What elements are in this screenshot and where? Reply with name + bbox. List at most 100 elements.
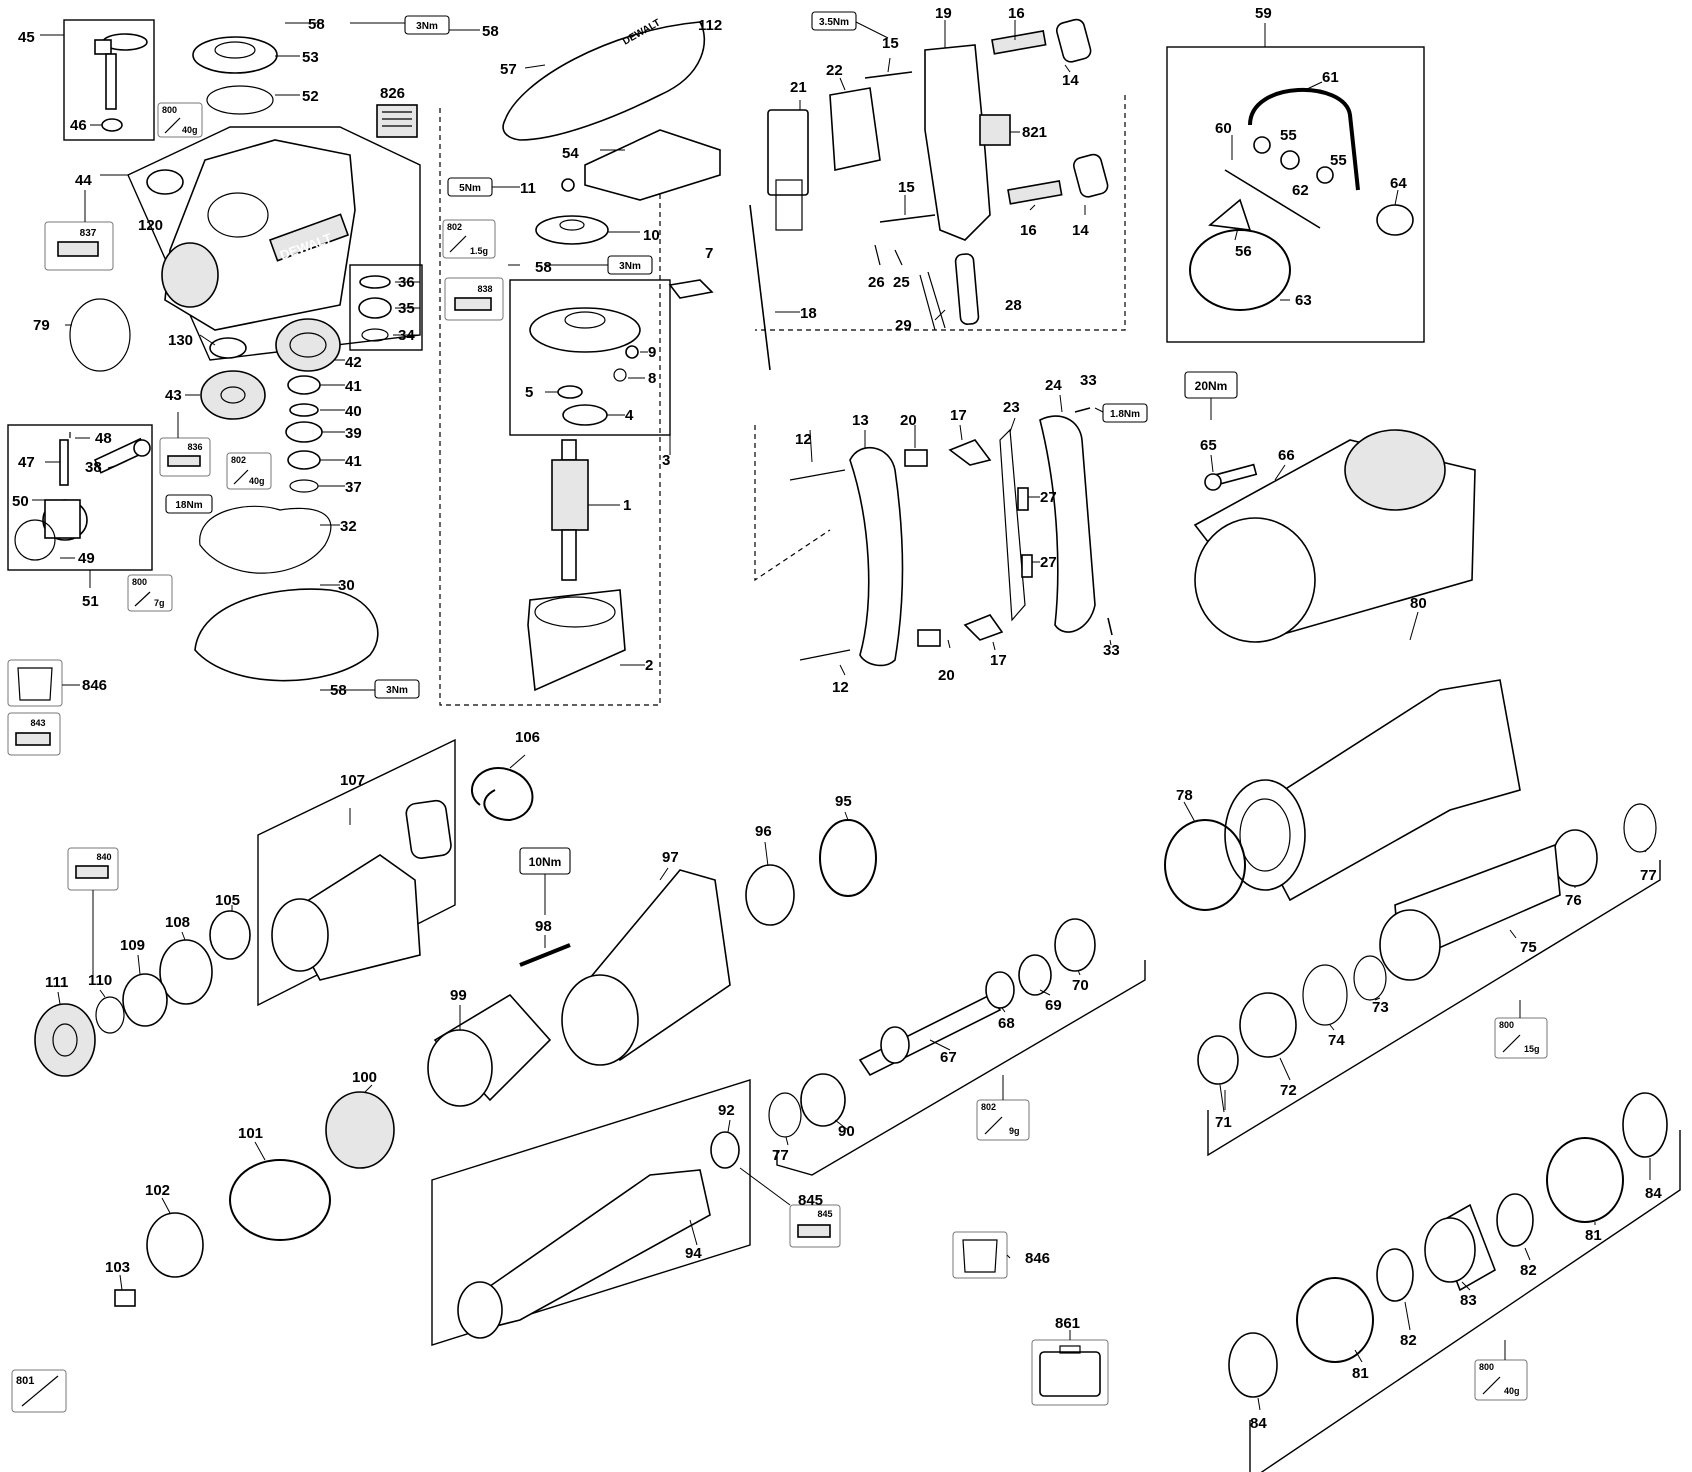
- kit-icon-843: 843: [7, 712, 61, 756]
- label-109: 109: [120, 937, 145, 954]
- label-55a: 55: [1280, 127, 1297, 144]
- label-34: 34: [398, 327, 415, 344]
- label-62: 62: [1292, 182, 1309, 199]
- svg-text:800: 800: [132, 577, 147, 587]
- part-84b-ring: [1228, 1332, 1278, 1398]
- box-part-3: [509, 279, 671, 436]
- part-25-spring: [894, 249, 903, 266]
- part-number-labels: 45 46 58 58 112 53 57 52 826 54 11 10 58…: [12, 5, 1662, 1432]
- grease-icon-81: 800 40g: [1474, 1359, 1528, 1401]
- part-67-striker: [858, 993, 1002, 1077]
- label-70: 70: [1072, 977, 1089, 994]
- part-15b-pin: [879, 214, 936, 223]
- label-13: 13: [852, 412, 869, 429]
- kit-icon-836: 836: [159, 437, 211, 477]
- label-33b: 33: [1103, 642, 1120, 659]
- label-58a: 58: [308, 16, 325, 33]
- label-90: 90: [838, 1123, 855, 1140]
- torque-box-43: 18Nm: [165, 494, 213, 514]
- part-3-brush-holder: [529, 307, 641, 353]
- grease-icon-51: 800 7g: [127, 574, 173, 612]
- part-102-ring: [146, 1212, 204, 1278]
- part-98-bolt: [519, 943, 571, 967]
- label-40: 40: [345, 403, 362, 420]
- box-part-59: [1166, 46, 1425, 343]
- box-part-94: [431, 1079, 751, 1346]
- label-1: 1: [623, 497, 631, 514]
- part-63-band: [1189, 229, 1291, 311]
- part-47-pin: [59, 439, 69, 486]
- part-70-spring: [1054, 918, 1096, 972]
- part-15a-pin: [864, 71, 913, 79]
- label-25: 25: [893, 274, 910, 291]
- label-44: 44: [75, 172, 92, 189]
- label-58d: 58: [330, 682, 347, 699]
- label-96: 96: [755, 823, 772, 840]
- box-part-34-36: [349, 264, 423, 351]
- part-12a-spring: [789, 469, 846, 481]
- label-102: 102: [145, 1182, 170, 1199]
- label-10: 10: [643, 227, 660, 244]
- label-98: 98: [535, 918, 552, 935]
- svg-text:40g: 40g: [1504, 1386, 1520, 1396]
- part-97-cone-housing: [561, 869, 731, 1066]
- svg-text:845: 845: [817, 1209, 832, 1219]
- part-92-ring: [710, 1131, 740, 1169]
- label-48: 48: [95, 430, 112, 447]
- label-12a: 12: [795, 431, 812, 448]
- svg-text:802: 802: [981, 1102, 996, 1112]
- svg-text:3Nm: 3Nm: [619, 261, 641, 272]
- label-846a: 846: [82, 677, 107, 694]
- part-72-bearing: [1239, 992, 1297, 1058]
- label-37: 37: [345, 479, 362, 496]
- label-54: 54: [562, 145, 579, 162]
- label-11: 11: [520, 180, 536, 197]
- part-79-oring: [69, 298, 131, 372]
- part-100-clutch: [325, 1091, 395, 1169]
- label-38: 38: [85, 459, 102, 476]
- svg-text:843: 843: [30, 718, 45, 728]
- label-84b: 84: [1250, 1415, 1267, 1432]
- part-78-oring: [1164, 819, 1246, 911]
- svg-text:7g: 7g: [154, 598, 165, 608]
- part-33a-screw: [1074, 407, 1091, 413]
- label-39: 39: [345, 425, 362, 442]
- grease-icon-42: 802 40g: [226, 452, 272, 490]
- label-92: 92: [718, 1102, 735, 1119]
- label-22: 22: [826, 62, 843, 79]
- dash-motor-section: [439, 108, 661, 706]
- part-60-rod: [1224, 169, 1321, 229]
- part-120-seal: [146, 169, 184, 195]
- svg-text:800: 800: [162, 105, 177, 115]
- dash-handle-section: [755, 95, 1126, 331]
- label-826: 826: [380, 85, 405, 102]
- part-41a-bearing: [287, 375, 321, 395]
- part-83-sleeve: [1424, 1203, 1496, 1292]
- label-18: 18: [800, 305, 817, 322]
- label-130: 130: [168, 332, 193, 349]
- part-71-washer: [1197, 1035, 1239, 1085]
- label-81b: 81: [1352, 1365, 1369, 1382]
- label-part-826: [376, 104, 418, 138]
- label-41a: 41: [345, 378, 362, 395]
- label-103: 103: [105, 1259, 130, 1276]
- label-42: 42: [345, 354, 362, 371]
- label-77b: 77: [1640, 867, 1657, 884]
- part-20b-nut: [917, 629, 941, 647]
- label-78: 78: [1176, 787, 1193, 804]
- box-part-75: [1207, 860, 1661, 1157]
- part-69-ring: [1018, 954, 1052, 996]
- part-42-gear: [275, 318, 341, 372]
- label-27a: 27: [1040, 489, 1057, 506]
- part-77a-oring: [768, 1092, 802, 1138]
- svg-text:15g: 15g: [1524, 1044, 1540, 1054]
- torque-box-58b: 3Nm: [607, 255, 653, 275]
- bag-icon-846-bottom: [952, 1231, 1008, 1279]
- part-73-oring: [1353, 955, 1387, 1001]
- label-24: 24: [1045, 377, 1062, 394]
- part-111-cap: [34, 1003, 96, 1077]
- part-21-switch: [767, 109, 809, 231]
- label-43: 43: [165, 387, 182, 404]
- grease-icon-801: 801: [11, 1369, 67, 1413]
- svg-text:5Nm: 5Nm: [459, 183, 481, 194]
